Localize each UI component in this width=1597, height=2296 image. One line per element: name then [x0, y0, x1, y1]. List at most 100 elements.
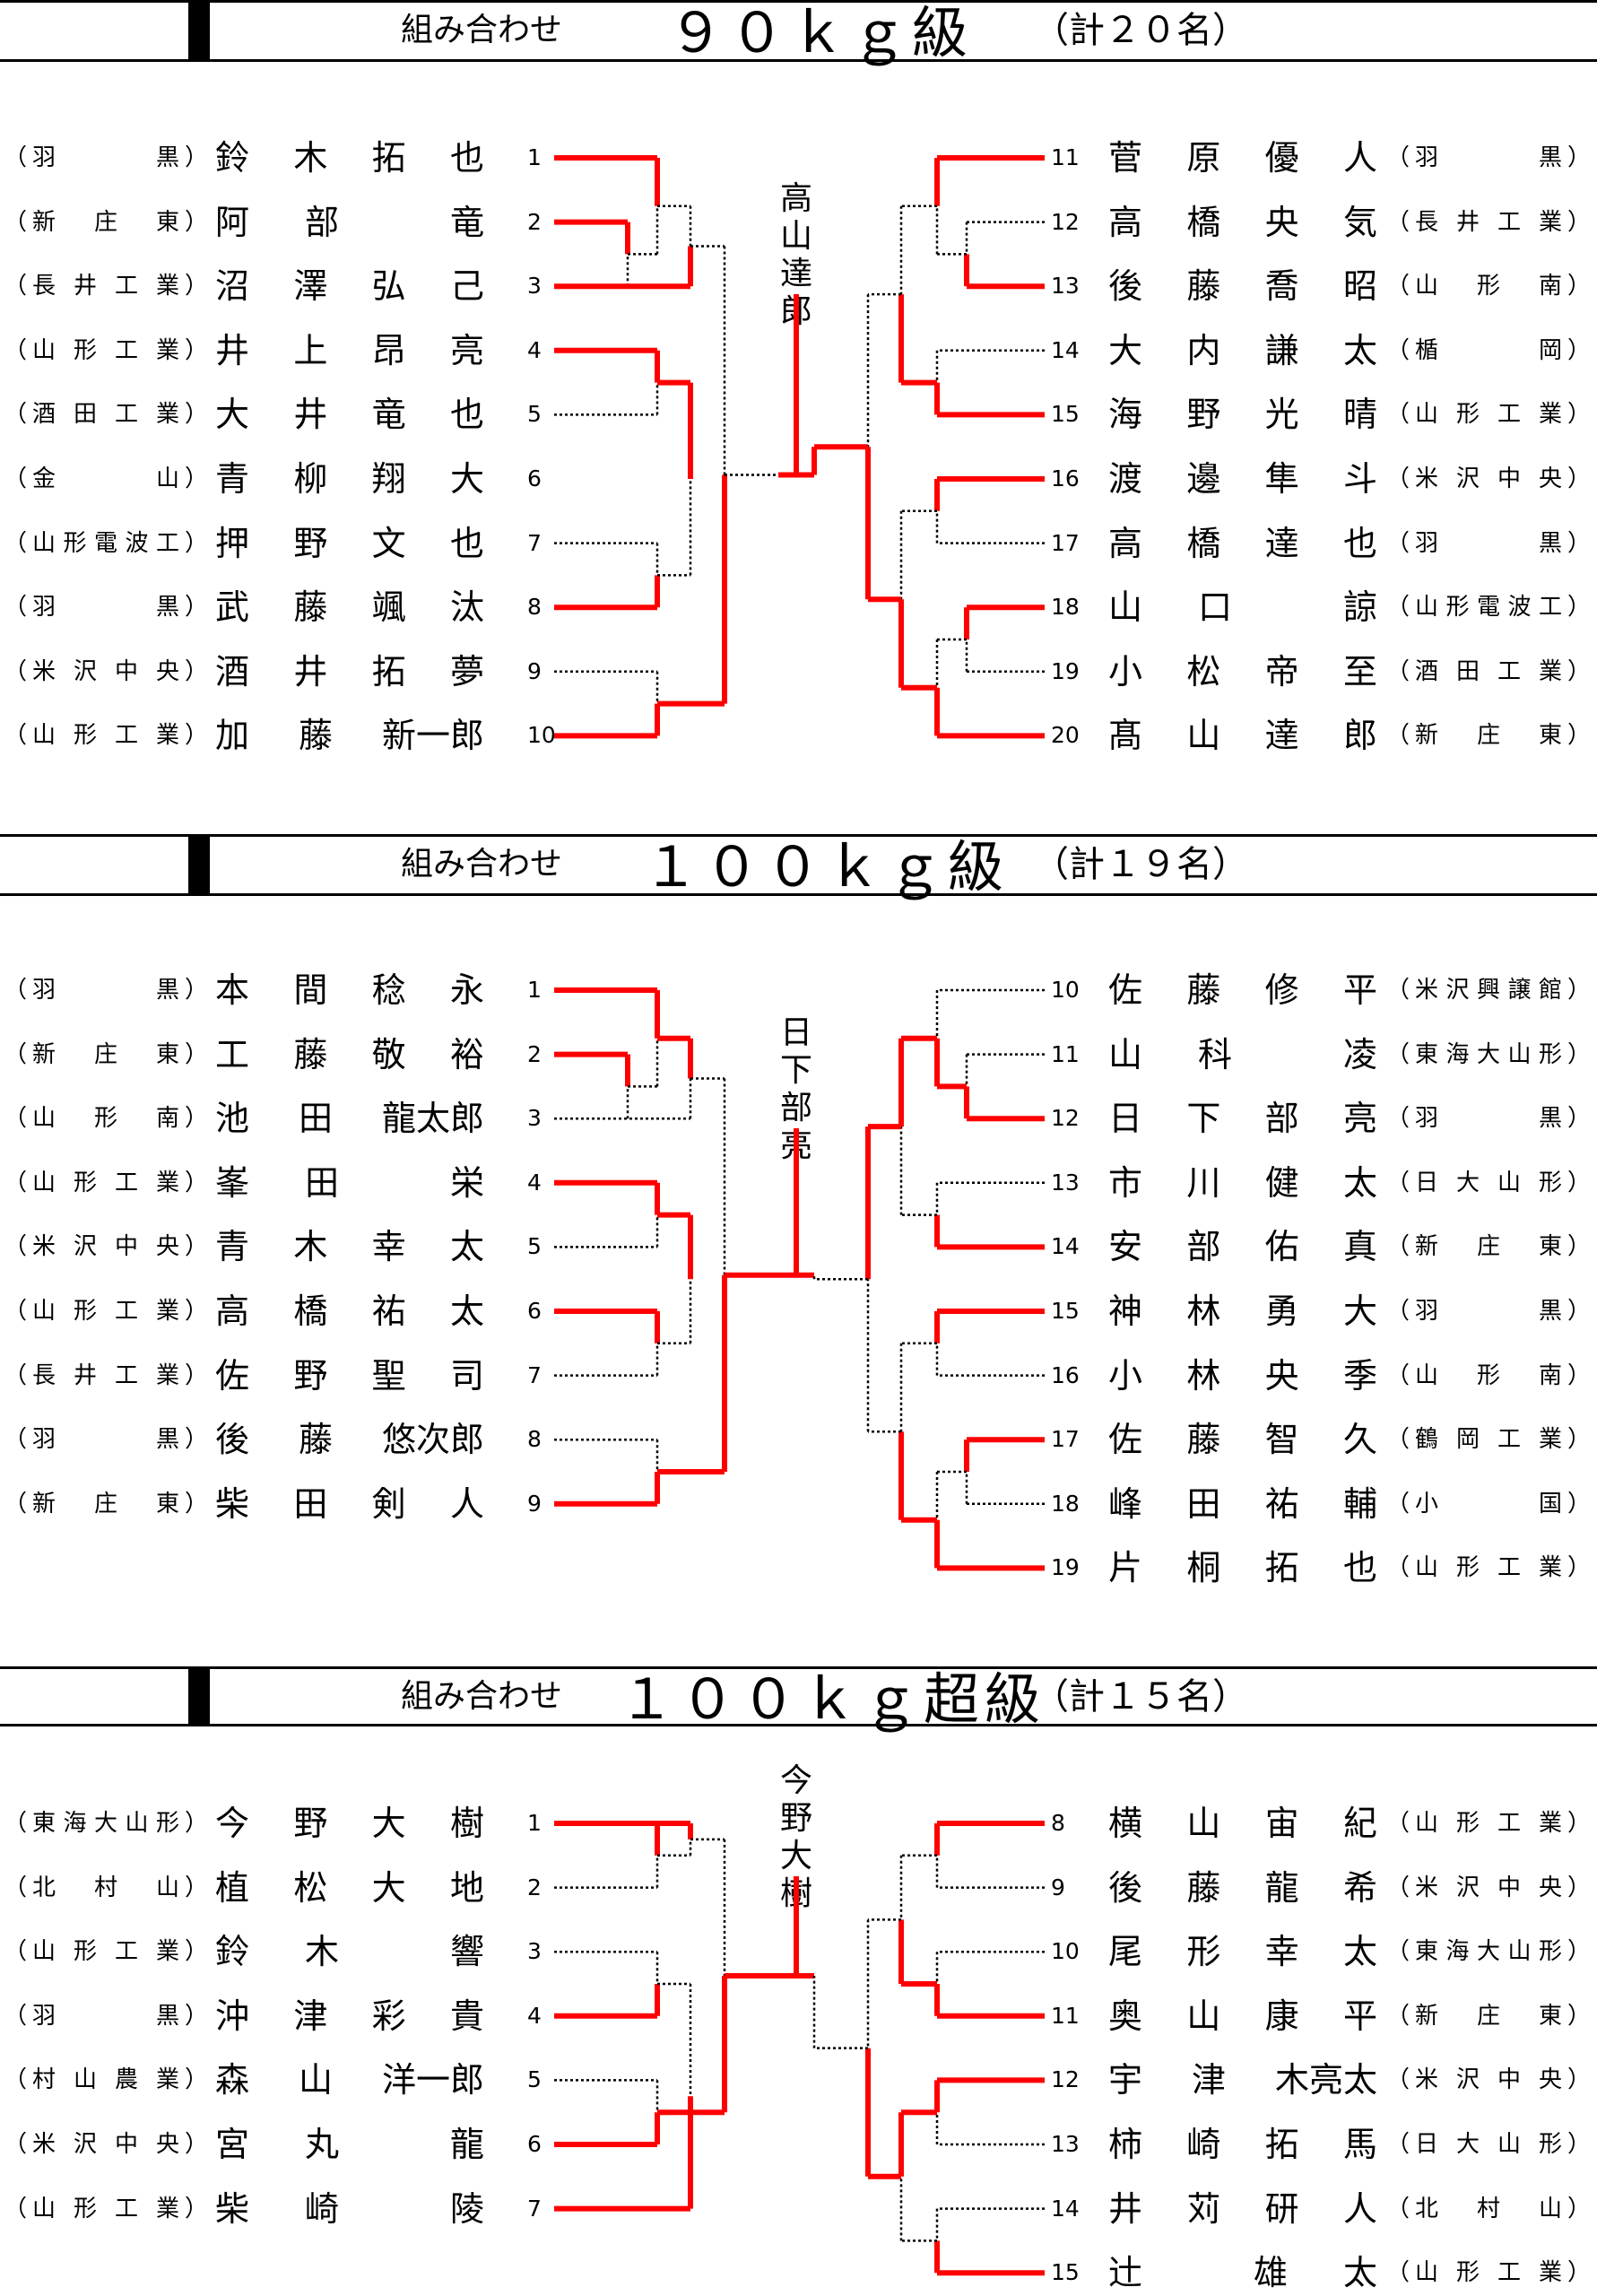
athlete-name: 小松帝至: [1108, 651, 1377, 691]
seed-number: 2: [527, 208, 542, 235]
seed-number: 11: [1051, 1040, 1080, 1067]
seed-number: 18: [1051, 594, 1080, 621]
seed-number: 12: [1051, 2066, 1080, 2093]
winner-char: 山: [779, 218, 812, 255]
seed-number: 5: [527, 1233, 542, 1260]
school-name: （山形工業）: [4, 722, 208, 750]
athlete-name: 柴田剣人: [215, 1483, 484, 1524]
school-name: （新庄東）: [1386, 2002, 1591, 2030]
athlete-name: 加藤新一郎: [215, 716, 484, 756]
seed-number: 15: [1051, 401, 1080, 428]
school-name: （酒田工業）: [4, 401, 208, 429]
athlete-name: 工藤敬裕: [215, 1034, 484, 1074]
school-name: （羽黒）: [1386, 529, 1591, 557]
athlete-name: 大井竜也: [215, 395, 484, 435]
athlete-name: 佐野聖司: [215, 1355, 484, 1396]
school-name: （山形工業）: [4, 1169, 208, 1196]
seed-number: 9: [527, 1490, 542, 1517]
athlete-name: 峰田祐輔: [1108, 1483, 1377, 1524]
school-name: （日大山形）: [1386, 2131, 1591, 2158]
participant-count: （計１９名）: [1033, 844, 1248, 885]
athlete-name: 小林央季: [1108, 1355, 1377, 1396]
school-name: （酒田工業）: [1386, 657, 1591, 685]
school-name: （山形工業）: [4, 1938, 208, 1966]
school-name: （北村山）: [4, 1874, 208, 1901]
school-name: （山形南）: [4, 1105, 208, 1133]
seed-number: 17: [1051, 529, 1080, 556]
seed-number: 13: [1051, 1169, 1080, 1196]
header-marker: [188, 834, 210, 893]
athlete-name: 菅原優人: [1108, 138, 1377, 178]
school-name: （新庄東）: [1386, 1233, 1591, 1261]
athlete-name: 森山洋一郎: [215, 2060, 484, 2100]
school-name: （長井工業）: [4, 273, 208, 300]
school-name: （金山）: [4, 465, 208, 492]
seed-number: 14: [1051, 2195, 1080, 2222]
school-name: （山形工業）: [1386, 401, 1591, 429]
weight-class-title: １００ｋｇ級: [643, 834, 1010, 900]
athlete-name: 後藤龍希: [1108, 1867, 1377, 1908]
seed-number: 1: [527, 977, 542, 1003]
school-name: （楯岡）: [1386, 336, 1591, 364]
winner-char: 日: [779, 1014, 812, 1051]
school-name: （山形南）: [1386, 1361, 1591, 1389]
athlete-name: 日下部亮: [1108, 1099, 1377, 1139]
winner-char: 大: [779, 1838, 812, 1874]
school-name: （羽黒）: [1386, 1105, 1591, 1133]
school-name: （北村山）: [1386, 2195, 1591, 2222]
athlete-name: 佐藤智久: [1108, 1420, 1377, 1460]
athlete-name: 柴崎陵: [215, 2188, 484, 2229]
seed-number: 12: [1051, 208, 1080, 235]
athlete-name: 山口諒: [1108, 587, 1377, 628]
weight-class-title: １００ｋｇ超級: [619, 1666, 1046, 1732]
section-label: 組み合わせ: [401, 12, 563, 48]
school-name: （山形工業）: [4, 2195, 208, 2222]
seed-number: 13: [1051, 2131, 1080, 2157]
athlete-name: 柿崎拓馬: [1108, 2125, 1377, 2164]
seed-number: 20: [1051, 722, 1080, 749]
school-name: （山形南）: [1386, 273, 1591, 300]
section-label: 組み合わせ: [401, 1678, 563, 1715]
athlete-name: 山科凌: [1108, 1034, 1377, 1074]
seed-number: 5: [527, 401, 542, 428]
seed-number: 16: [1051, 1361, 1080, 1388]
seed-number: 7: [527, 2195, 542, 2222]
school-name: （村山農業）: [4, 2066, 208, 2094]
seed-number: 2: [527, 1040, 542, 1067]
school-name: （羽黒）: [4, 1426, 208, 1454]
seed-number: 6: [527, 1298, 542, 1324]
athlete-name: 武藤颯汰: [215, 587, 484, 628]
seed-number: 5: [527, 2066, 542, 2093]
seed-number: 9: [527, 657, 542, 684]
seed-number: 3: [527, 1938, 542, 1965]
school-name: （山形工業）: [4, 1298, 208, 1325]
athlete-name: 後藤喬昭: [1108, 266, 1377, 307]
athlete-name: 峯田栄: [215, 1162, 484, 1203]
athlete-name: 海野光晴: [1108, 395, 1377, 435]
seed-number: 8: [527, 594, 542, 621]
seed-number: 8: [527, 1426, 542, 1453]
athlete-name: 横山宙紀: [1108, 1804, 1377, 1843]
seed-number: 15: [1051, 2259, 1080, 2286]
school-name: （羽黒）: [4, 594, 208, 622]
seed-number: 13: [1051, 273, 1080, 300]
athlete-name: 大内謙太: [1108, 330, 1377, 370]
seed-number: 14: [1051, 1233, 1080, 1260]
seed-number: 10: [1051, 1938, 1080, 1965]
header-bottom-rule: [0, 1724, 1597, 1726]
school-name: （東海大山形）: [1386, 1040, 1591, 1068]
athlete-name: 神林勇大: [1108, 1292, 1377, 1331]
participant-count: （計２０名）: [1033, 10, 1248, 51]
school-name: （羽黒）: [4, 2002, 208, 2030]
header-bottom-rule: [0, 59, 1597, 62]
winner-char: 達: [779, 256, 812, 292]
school-name: （山形工業）: [4, 336, 208, 364]
school-name: （山形電波工）: [1386, 594, 1591, 622]
athlete-name: 本間稔永: [215, 970, 484, 1010]
athlete-name: 井苅研人: [1108, 2188, 1377, 2229]
athlete-name: 青木幸太: [215, 1227, 484, 1267]
athlete-name: 奥山康平: [1108, 1996, 1377, 2036]
seed-number: 1: [527, 144, 542, 170]
athlete-name: 宮丸龍: [215, 2125, 484, 2164]
